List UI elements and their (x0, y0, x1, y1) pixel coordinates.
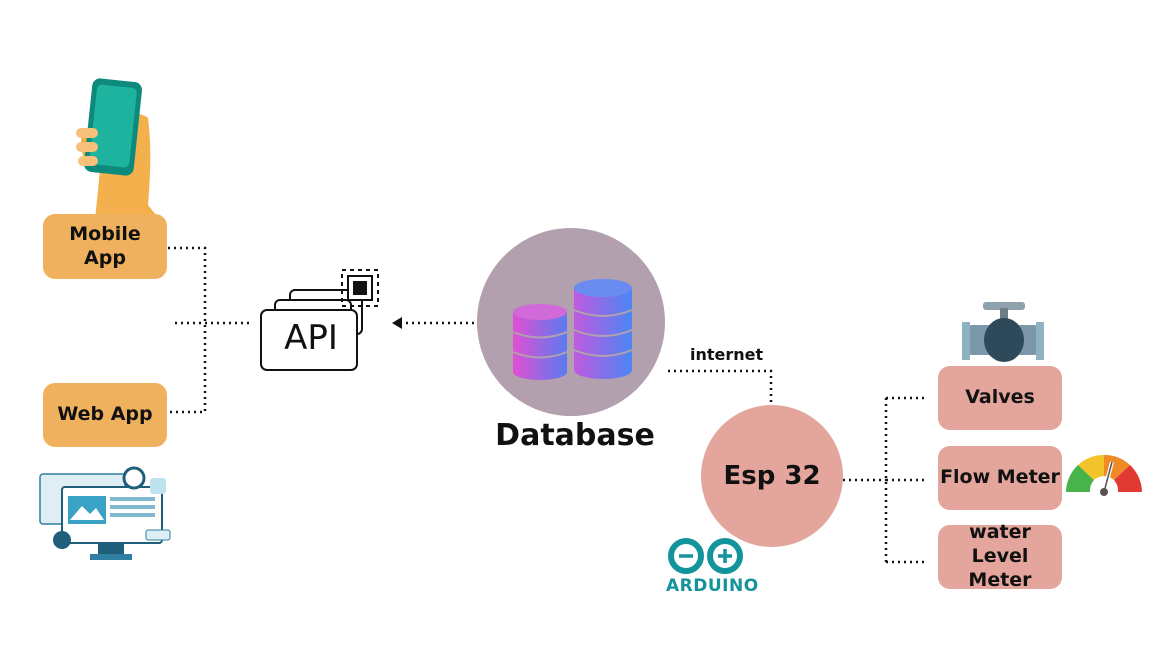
mobile-app-box: Mobile App (43, 214, 167, 279)
phone-in-hand-icon (76, 78, 160, 220)
water-level-meter-box: water Level Meter (938, 521, 1062, 591)
arduino-logo-icon (668, 538, 743, 574)
gauge-icon (1066, 454, 1142, 496)
api-label: API (284, 318, 338, 358)
api-icon (260, 269, 379, 371)
database-circle (477, 228, 665, 416)
arduino-label: ARDUINO (666, 576, 759, 596)
database-label: Database (495, 418, 655, 453)
flow-meter-box: Flow Meter (938, 446, 1062, 510)
database-cylinders-icon (512, 279, 633, 380)
web-app-box: Web App (43, 383, 167, 447)
internet-label: internet (690, 345, 764, 364)
arrowhead-api (392, 317, 402, 329)
valve-icon (962, 302, 1044, 362)
esp32-node: Esp 32 (701, 405, 843, 547)
valves-box: Valves (938, 366, 1062, 430)
web-dashboard-icon (39, 466, 171, 560)
connector-mobile (168, 246, 207, 414)
